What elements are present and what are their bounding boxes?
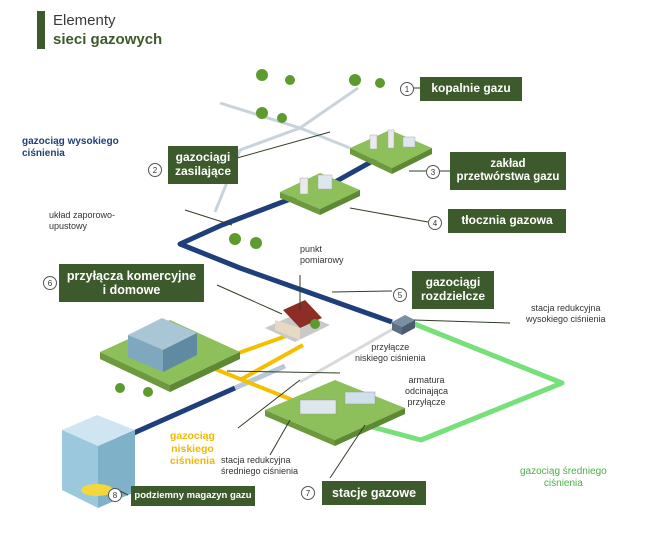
marker-7: 7 xyxy=(301,486,315,500)
gas-processing-plant xyxy=(350,129,432,174)
label-high-pressure-pipeline: gazociąg wysokiego ciśnienia xyxy=(22,136,119,159)
label-compressor-station: tłocznia gazowa xyxy=(448,209,566,233)
label-shutoff-system: układ zaporowo- upustowy xyxy=(49,210,116,231)
trees xyxy=(115,69,385,397)
label-low-pressure-pipeline: gazociąg niskiego ciśnienia xyxy=(170,430,215,468)
compressor-station xyxy=(280,173,360,215)
label-low-pressure-connection: przyłącze niskiego ciśnienia xyxy=(355,342,426,363)
marker-8: 8 xyxy=(108,488,122,502)
leader-lines xyxy=(117,87,511,496)
marker-6: 6 xyxy=(43,276,57,290)
gas-stations-platform xyxy=(265,380,405,446)
label-supply-pipelines: gazociągi zasilające xyxy=(168,146,238,184)
marker-2: 2 xyxy=(148,163,162,177)
house xyxy=(265,300,330,342)
label-distribution-pipelines: gazociągi rozdzielcze xyxy=(412,271,494,309)
title-line-2: sieci gazowych xyxy=(53,31,163,48)
label-gas-mines: kopalnie gazu xyxy=(420,77,522,101)
label-shutoff-valve: armatura odcinająca przyłącze xyxy=(405,375,449,407)
marker-1: 1 xyxy=(400,82,414,96)
label-gas-stations: stacje gazowe xyxy=(322,481,426,505)
title-line-1: Elementy xyxy=(53,12,116,29)
reduction-station-high xyxy=(392,315,415,335)
underground-storage xyxy=(62,415,135,508)
marker-5: 5 xyxy=(393,288,407,302)
medium-pressure-pipeline xyxy=(364,318,565,443)
title-accent xyxy=(37,11,45,49)
label-underground-storage: podziemny magazyn gazu xyxy=(131,486,255,506)
label-metering-point: punkt pomiarowy xyxy=(300,244,344,265)
commercial-building xyxy=(100,318,240,392)
label-high-reduction-station: stacja redukcyjna wysokiego ciśnienia xyxy=(526,303,606,324)
marker-4: 4 xyxy=(428,216,442,230)
label-processing-plant: zakład przetwórstwa gazu xyxy=(450,152,566,190)
supply-pipes xyxy=(213,86,359,213)
label-medium-pressure-pipeline: gazociąg średniego ciśnienia xyxy=(520,466,607,489)
label-connections: przyłącza komercyjne i domowe xyxy=(59,264,204,302)
marker-3: 3 xyxy=(426,165,440,179)
storage-pipeline xyxy=(116,385,237,443)
high-pressure-pipeline xyxy=(177,150,393,325)
label-medium-reduction-station: stacja redukcyjna średniego ciśnienia xyxy=(221,455,299,476)
